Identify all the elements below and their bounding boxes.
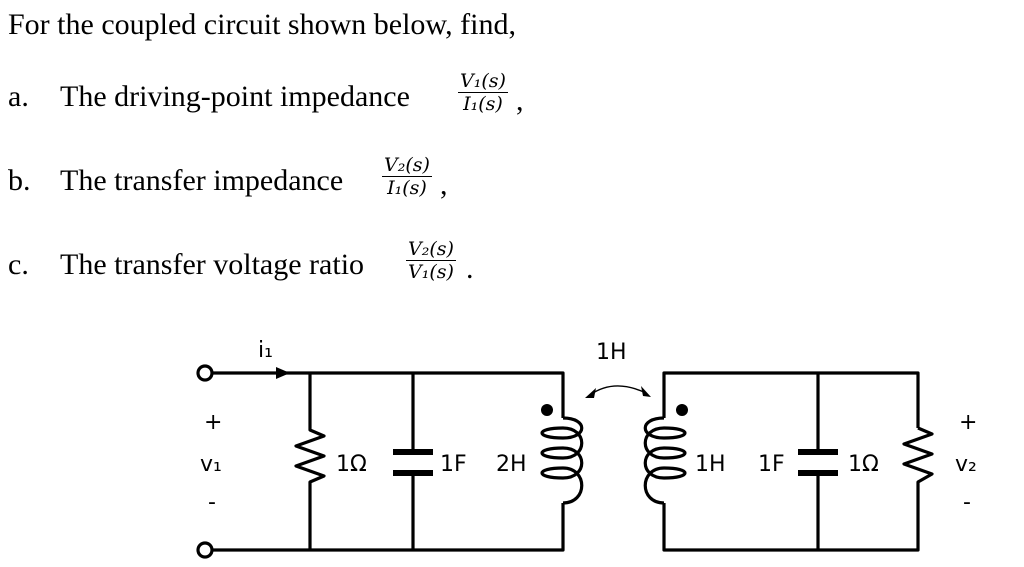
fraction-numerator: V₂(s) [382,154,432,177]
left-capacitor-label: 1F [440,452,467,477]
current-label: i₁ [258,338,273,363]
left-resistor-wire [294,373,326,550]
left-resistor-label: 1Ω [336,452,367,477]
right-capacitor-label: 1F [758,452,785,477]
right-capacitor-plate-top [798,449,838,455]
current-arrow-head [276,367,290,379]
item-a-marker: a. [8,80,29,113]
item-b-marker: b. [8,164,31,197]
output-voltage-label: v₂ [955,452,977,477]
output-plus-sign: + [959,410,978,435]
output-minus-sign: - [963,490,971,515]
item-a-fraction: V₁(s) I₁(s) [458,70,508,115]
item-b-text: The transfer impedance [60,164,344,197]
item-c-text: The transfer voltage ratio [60,248,365,281]
mutual-arrow-head-right [641,386,651,397]
input-terminal-top [196,364,214,382]
primary-top-wire [212,371,565,418]
left-capacitor-plate-bottom [393,470,433,476]
primary-inductor-label: 2H [496,452,527,477]
secondary-top-wire [662,371,920,428]
item-a-punct: , [516,84,524,117]
item-c-marker: c. [8,248,29,281]
item-a-text: The driving-point impedance [60,80,410,113]
fraction-denominator: I₁(s) [463,93,503,115]
item-b-punct: , [440,168,448,201]
primary-inductor-coil [540,416,584,505]
input-plus-sign: + [204,410,223,435]
fraction-denominator: V₁(s) [408,261,454,283]
fraction-denominator: I₁(s) [387,177,427,199]
input-minus-sign: - [208,490,216,515]
item-c-fraction: V₂(s) V₁(s) [406,238,456,283]
right-resistor-wire [902,426,934,490]
input-voltage-label: v₁ [200,452,222,477]
left-capacitor-plate-top [393,449,433,455]
problem-intro: For the coupled circuit shown below, fin… [8,8,516,41]
fraction-numerator: V₂(s) [406,238,456,261]
item-b-fraction: V₂(s) I₁(s) [382,154,432,199]
right-resistor-label: 1Ω [848,452,879,477]
secondary-inductor-label: 1H [695,452,726,477]
mutual-arrow-head-left [585,388,596,398]
mutual-coupling-arrow [589,385,647,396]
fraction-numerator: V₁(s) [458,70,508,93]
item-c-punct: . [466,252,474,285]
primary-bottom-wire [212,503,565,552]
mutual-inductance-label: 1H [596,340,627,365]
secondary-bottom-wire [662,490,920,552]
primary-dot [541,404,553,416]
input-terminal-bottom [196,541,214,559]
secondary-inductor-coil [643,416,687,505]
right-capacitor-plate-bottom [798,470,838,476]
secondary-dot [676,404,688,416]
